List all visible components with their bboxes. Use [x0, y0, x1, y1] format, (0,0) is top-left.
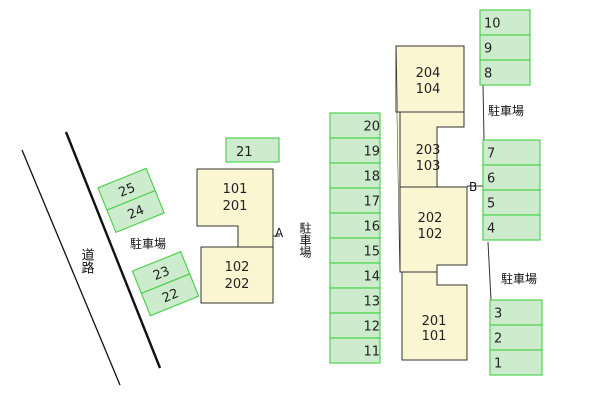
- parking-space: 20: [329, 112, 381, 139]
- unit-number: 102: [225, 260, 250, 275]
- parking-space: 1: [489, 349, 543, 376]
- right-edge-lower: [487, 241, 492, 301]
- right-edge-upper: [482, 83, 485, 141]
- parking-space: 11: [329, 337, 381, 364]
- unit-number: 201: [422, 314, 447, 329]
- parking-space: 9: [479, 34, 531, 61]
- unit-number: 201: [223, 199, 248, 214]
- parking-label-center: 駐車場: [298, 221, 312, 259]
- parking-space-number: 19: [363, 145, 380, 160]
- unit-number: 101: [223, 182, 248, 197]
- parking-space-number: 5: [487, 197, 495, 212]
- parking-space: 18: [329, 162, 381, 189]
- parking-space-number: 10: [484, 17, 501, 32]
- parking-space: 5: [482, 189, 541, 216]
- unit-number: 102: [418, 227, 443, 242]
- parking-space: 12: [329, 312, 381, 339]
- road-edge-inner: [64, 131, 162, 369]
- parking-space-number: 7: [487, 147, 495, 162]
- parking-space-number: 20: [363, 120, 380, 135]
- parking-space: 2: [489, 324, 543, 351]
- road-edge-outer: [21, 149, 121, 386]
- parking-space: 8: [479, 59, 531, 86]
- parking-space-number: 4: [487, 222, 495, 237]
- parking-space-number: 11: [363, 345, 380, 360]
- parking-space-number: 18: [363, 170, 380, 185]
- parking-space-number: 13: [363, 295, 380, 310]
- building-b: [395, 45, 468, 361]
- unit-number: 203: [416, 143, 441, 158]
- parking-space: 24: [106, 189, 165, 234]
- parking-space: 25: [97, 167, 156, 211]
- parking-space: 16: [329, 212, 381, 239]
- building-a: [196, 168, 274, 304]
- parking-space: 23: [131, 250, 191, 295]
- parking-column-center: 20 19 18 17 16 15 14 13 12 11: [329, 112, 381, 364]
- parking-space: 6: [482, 164, 541, 191]
- parking-label-left: 駐車場: [130, 236, 166, 251]
- parking-space: 10: [479, 9, 531, 36]
- parking-column-right-middle: 7 6 5 4: [482, 139, 541, 241]
- marker-a: A: [275, 226, 284, 240]
- parking-label-right-lower: 駐車場: [501, 271, 537, 286]
- parking-space-number: 23: [151, 264, 172, 284]
- parking-space-number: 2: [494, 332, 502, 347]
- parking-space-number: 25: [117, 181, 138, 201]
- parking-space: 21: [225, 137, 280, 163]
- parking-column-right-top: 10 9 8: [479, 9, 531, 86]
- unit-number: 101: [422, 329, 447, 344]
- parking-space: 19: [329, 137, 381, 164]
- parking-space: 14: [329, 262, 381, 289]
- unit-number: 202: [418, 211, 443, 226]
- parking-space-number: 1: [494, 357, 502, 372]
- parking-space: 7: [482, 139, 541, 166]
- road-label: 道路: [79, 248, 95, 274]
- parking-space: 15: [329, 237, 381, 264]
- parking-column-right-bottom: 3 2 1: [489, 299, 543, 376]
- parking-space-number: 3: [494, 307, 502, 322]
- parking-space-number: 24: [126, 203, 147, 223]
- unit-number: 104: [416, 82, 441, 97]
- parking-space-number: 22: [160, 286, 181, 306]
- parking-space-number: 8: [484, 67, 492, 82]
- parking-space: 3: [489, 299, 543, 326]
- parking-space-number: 21: [236, 145, 253, 160]
- parking-group-left-lower: 23 22: [131, 250, 200, 317]
- parking-space: 13: [329, 287, 381, 314]
- parking-space-number: 15: [363, 245, 380, 260]
- parking-group-left-upper: 25 24: [97, 167, 165, 234]
- marker-b: B: [469, 180, 477, 194]
- unit-number: 103: [416, 159, 441, 174]
- parking-space-number: 14: [363, 270, 380, 285]
- parking-label-right-upper: 駐車場: [488, 103, 524, 118]
- parking-space: 4: [482, 214, 541, 241]
- unit-number: 202: [225, 277, 250, 292]
- parking-space-number: 9: [484, 42, 492, 57]
- parking-space-number: 12: [363, 320, 380, 335]
- parking-space-number: 6: [487, 172, 495, 187]
- parking-space: 17: [329, 187, 381, 214]
- parking-space: 22: [140, 273, 200, 317]
- parking-space-number: 16: [363, 220, 380, 235]
- unit-number: 204: [416, 66, 441, 81]
- parking-space-number: 17: [363, 195, 380, 210]
